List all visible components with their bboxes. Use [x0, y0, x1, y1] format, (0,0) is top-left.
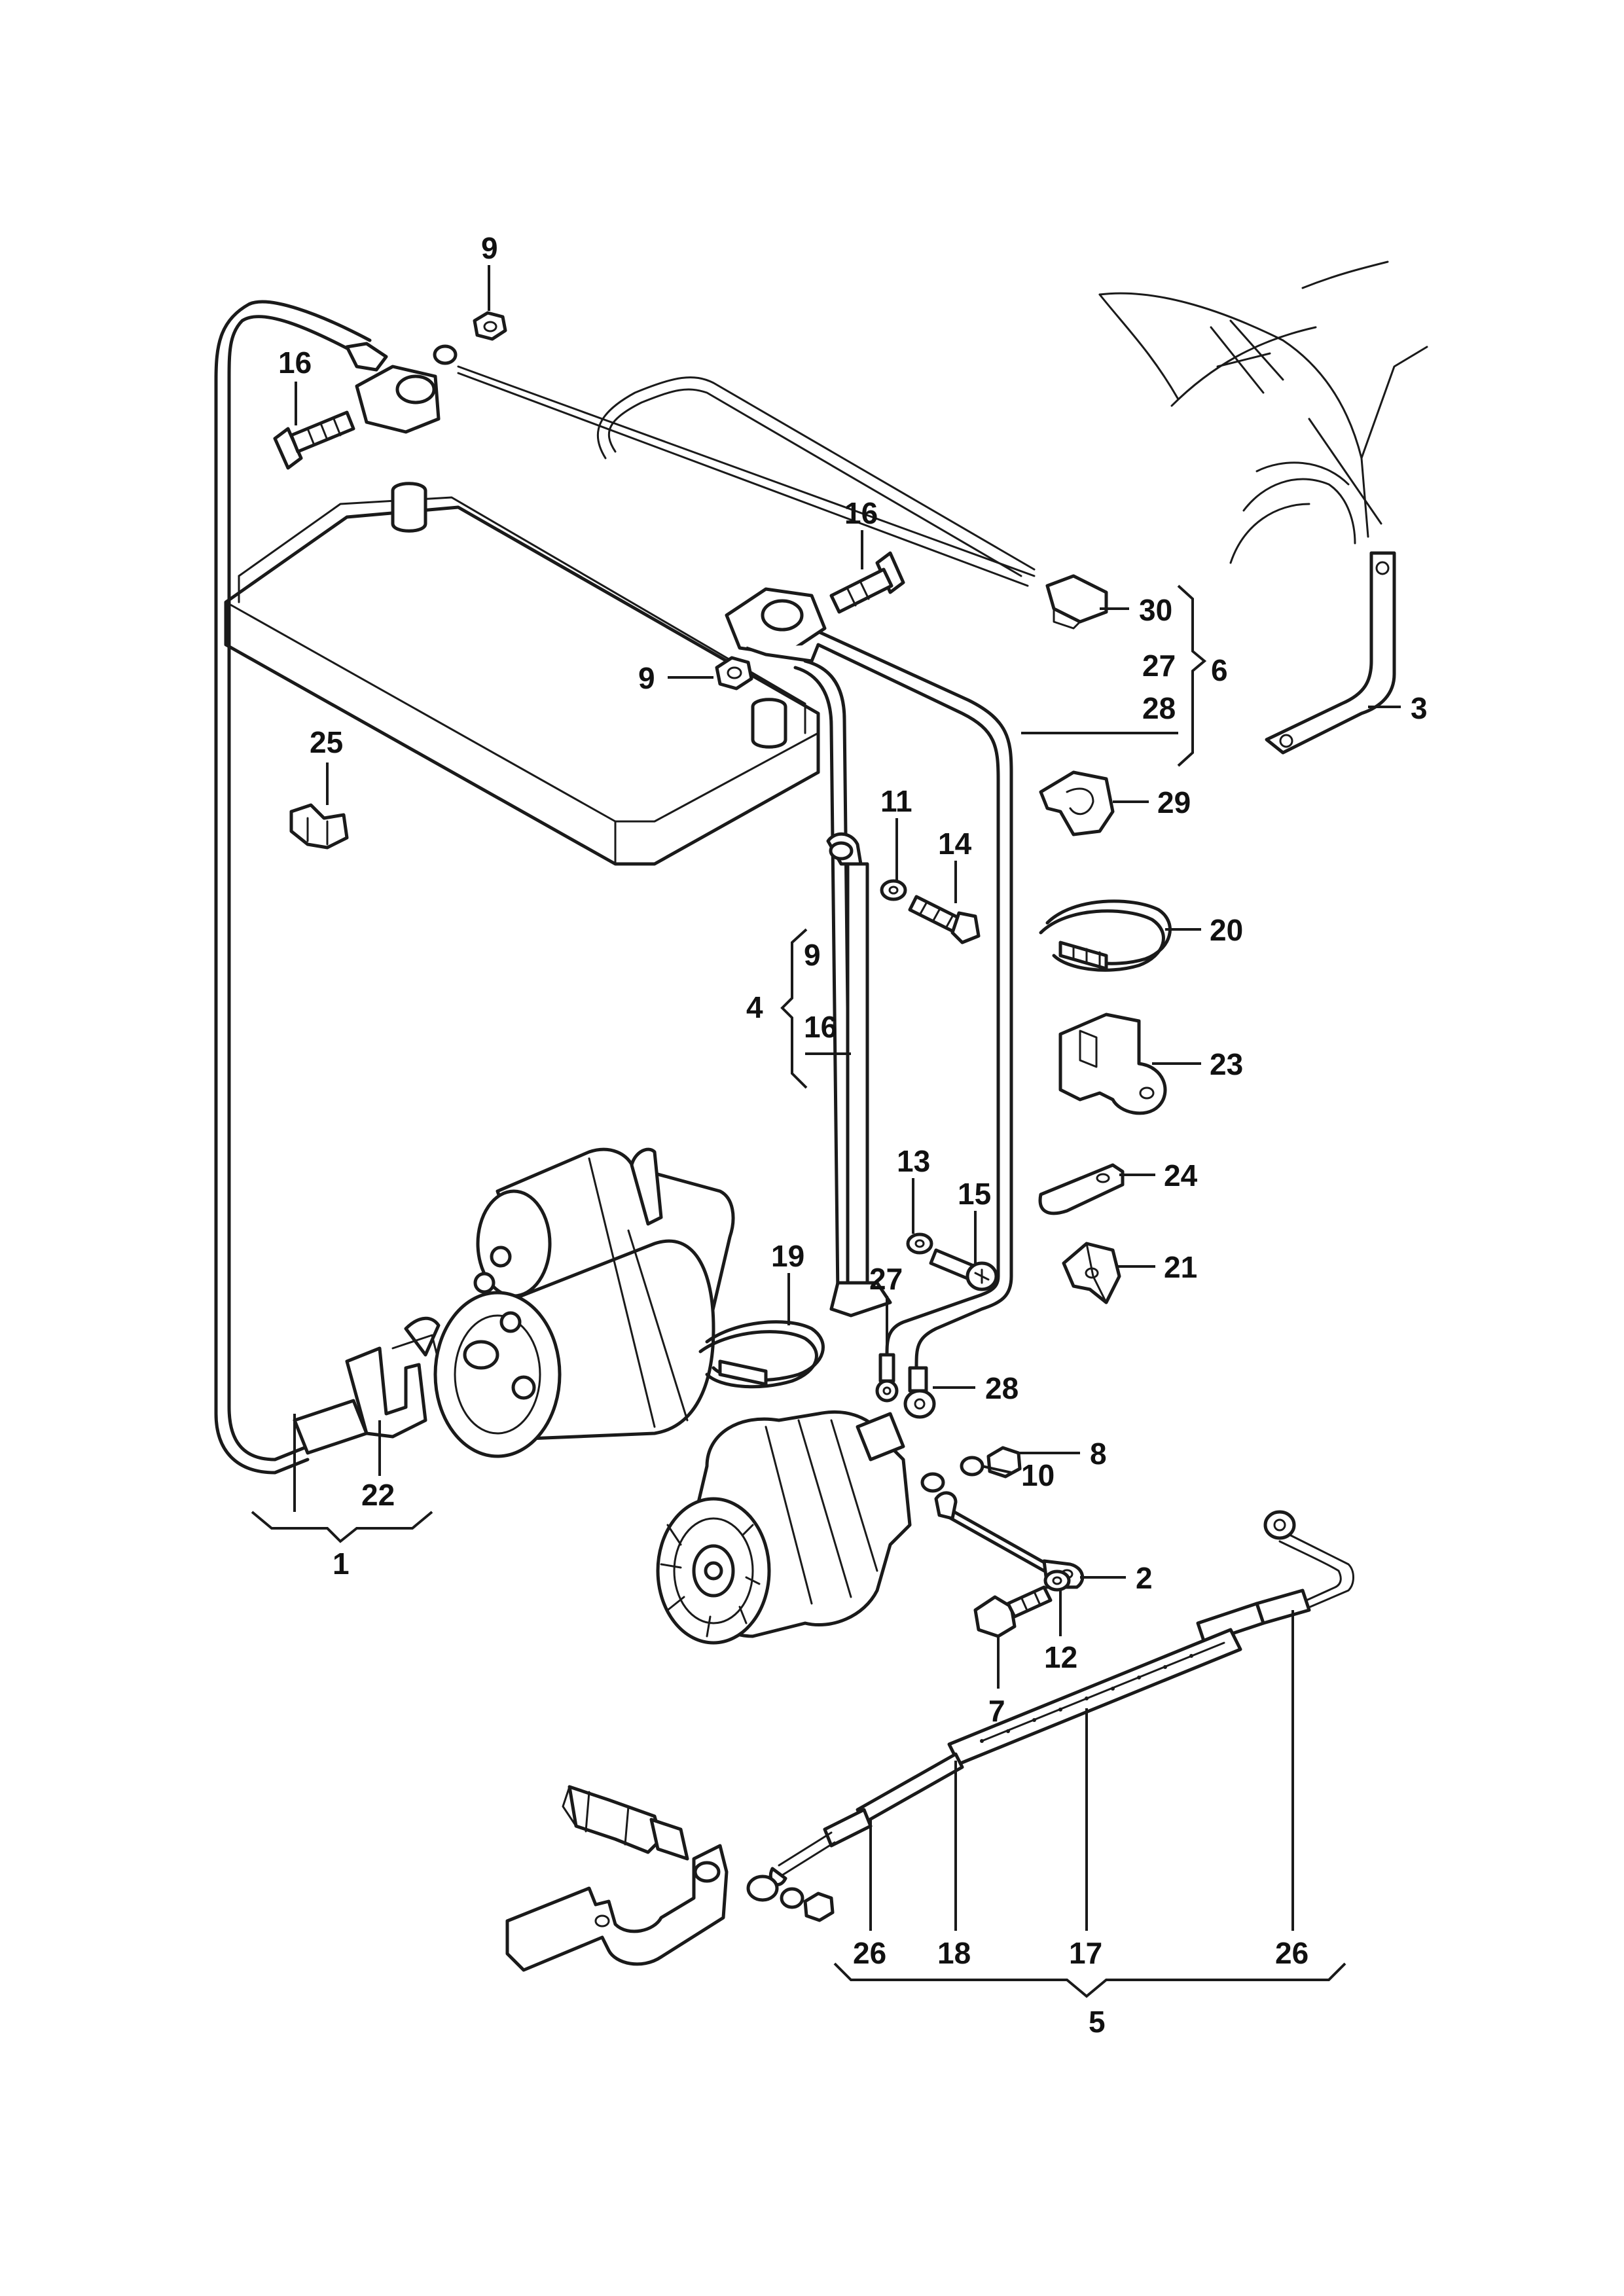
- callout-20: 20: [1210, 913, 1243, 947]
- callout-9: 9: [804, 938, 821, 972]
- callout-15: 15: [958, 1177, 991, 1211]
- ground-bracket: [505, 1844, 729, 1972]
- callout-18: 18: [937, 1936, 971, 1970]
- callout-12: 12: [1044, 1640, 1077, 1674]
- callout-24: 24: [1164, 1158, 1198, 1193]
- bolt-part-16-center: [829, 551, 905, 614]
- glow-plug: [562, 1785, 689, 1861]
- hose-clamp-part-19: [698, 1320, 825, 1389]
- callout-16: 16: [278, 346, 312, 380]
- ground-strap-part-3: [1265, 551, 1396, 755]
- callout-21: 21: [1164, 1250, 1197, 1284]
- callout-labels: 9 16 16 30 27 28 6 3 9 25 29 11 14 20 9 …: [278, 231, 1428, 2039]
- callout-19: 19: [771, 1239, 804, 1273]
- callout-16: 16: [844, 496, 878, 530]
- callout-23: 23: [1210, 1047, 1243, 1081]
- callout-6: 6: [1211, 653, 1228, 687]
- bolt-part-14: [908, 895, 981, 944]
- positive-cable: [816, 630, 1013, 1370]
- callout-8: 8: [1090, 1437, 1107, 1471]
- washer-part-11: [880, 879, 907, 901]
- nut-part-9-top: [433, 311, 507, 365]
- callout-7: 7: [988, 1694, 1005, 1728]
- ring-terminal-27: [875, 1353, 899, 1403]
- battery-terminal-clamp: [345, 342, 441, 434]
- callout-11: 11: [880, 784, 912, 818]
- bolt-part-16-top: [273, 410, 355, 470]
- bracket-part-23: [1058, 1013, 1167, 1115]
- ground-cable-part-5: [746, 1510, 1354, 1922]
- callout-27: 27: [1142, 649, 1176, 683]
- callout-14: 14: [938, 827, 972, 861]
- callout-9: 9: [638, 661, 655, 695]
- callout-26: 26: [1275, 1936, 1308, 1970]
- lock-washer-part-13: [906, 1232, 933, 1255]
- alternator: [656, 1410, 912, 1645]
- callout-27: 27: [869, 1262, 903, 1296]
- clip-part-29: [1039, 770, 1115, 836]
- wire-harness-part-6: [457, 365, 1108, 630]
- callout-2: 2: [1136, 1561, 1153, 1595]
- callout-22: 22: [361, 1478, 395, 1512]
- callout-28: 28: [985, 1371, 1019, 1405]
- bolt-part-7: [973, 1585, 1053, 1638]
- cable-part-2: [920, 1446, 1085, 1589]
- vehicle-outline: [1098, 260, 1428, 564]
- clip-part-21: [1062, 1242, 1121, 1304]
- nut-part-9-center: [715, 656, 753, 691]
- callout-13: 13: [897, 1144, 930, 1178]
- callout-16: 16: [804, 1010, 837, 1044]
- callout-1: 1: [333, 1547, 350, 1581]
- callout-4: 4: [746, 990, 763, 1024]
- clip-part-24: [1038, 1163, 1125, 1215]
- screw-part-15: [929, 1248, 998, 1291]
- callout-29: 29: [1157, 785, 1191, 819]
- callout-9: 9: [481, 231, 498, 265]
- callout-3: 3: [1411, 691, 1428, 725]
- ring-terminal-28: [903, 1366, 936, 1419]
- callout-17: 17: [1069, 1936, 1102, 1970]
- callout-26: 26: [853, 1936, 886, 1970]
- starter-motor: [433, 1147, 735, 1458]
- hose-clamp-part-20: [1039, 899, 1172, 972]
- terminal-clamp-center: [725, 587, 827, 663]
- washer-part-12: [1043, 1570, 1071, 1592]
- callout-30: 30: [1139, 593, 1172, 627]
- battery: [224, 482, 820, 866]
- battery-cable-part-4: [793, 659, 892, 1318]
- callout-28: 28: [1142, 691, 1176, 725]
- callout-5: 5: [1089, 2005, 1106, 2039]
- callout-10: 10: [1021, 1458, 1055, 1492]
- cable-sleeve-dots: [980, 1654, 1193, 1743]
- callout-25: 25: [310, 725, 343, 759]
- battery-cable-part-1: [214, 300, 441, 1475]
- leader-lines: [251, 265, 1401, 1998]
- clip-part-25: [289, 803, 349, 850]
